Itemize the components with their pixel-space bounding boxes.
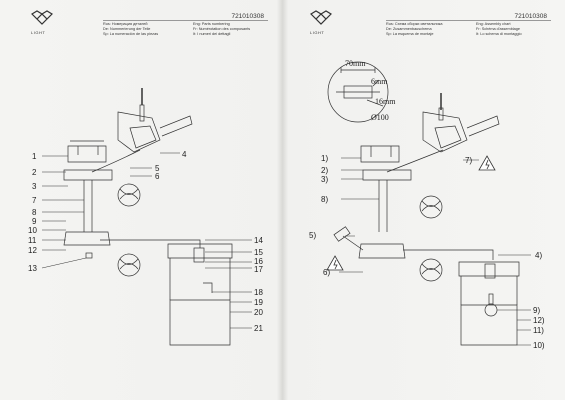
step-label: 2)	[321, 166, 328, 175]
callout-label: 13	[28, 264, 37, 273]
callout-label: 3	[32, 182, 37, 191]
header-rule	[386, 20, 551, 21]
dimension-height: 6mm	[371, 77, 388, 86]
callout-label: 10	[28, 226, 37, 235]
callout-label: 1	[32, 152, 37, 161]
language-lines: Rus: Номерация деталей Eng: Parts numberi…	[103, 22, 273, 36]
step-label: 1)	[321, 154, 328, 163]
lang-line: De: Zusammenbauschema	[386, 26, 432, 31]
lang-line: Fr: Schéma d'assemblage	[476, 26, 520, 31]
brand-logo-icon	[310, 10, 332, 25]
header-rule	[103, 20, 268, 21]
callout-label: 6	[155, 172, 160, 181]
lang-line: Eng: Parts numbering	[193, 22, 230, 26]
step-label: 7)	[465, 156, 472, 165]
brand-logo-icon	[31, 10, 53, 25]
assembly-diagram: 70mm 6mm 16mm Ø100 1) 2) 3) 4) 5) 6) 7) …	[309, 59, 545, 350]
step-label: 3)	[321, 175, 328, 184]
callout-label: 5	[155, 164, 160, 173]
lang-line: De: Nummerierung der Teile	[103, 26, 151, 31]
step-label: 11)	[533, 326, 544, 335]
article-code: 721010308	[231, 13, 264, 20]
step-label: 10)	[533, 341, 545, 350]
callout-label: 17	[254, 265, 263, 274]
callout-label: 9	[32, 217, 37, 226]
language-lines: Rus: Схема сборки светильника Eng: Assemb…	[386, 22, 556, 36]
lang-line: Fr: Numérotation des composants	[193, 26, 251, 31]
dimension-width: 70mm	[345, 59, 366, 68]
callout-label: 19	[254, 298, 263, 307]
lang-line: Sp: La esquema de montaje	[386, 31, 434, 36]
dimension-diameter: Ø100	[371, 113, 389, 122]
step-label: 6)	[323, 268, 330, 277]
left-page: LIGHT 721010308 Rus: Номерация деталей En…	[0, 0, 282, 400]
lang-line: Rus: Схема сборки светильника	[386, 22, 443, 26]
step-label: 4)	[535, 251, 542, 260]
step-label: 9)	[533, 306, 540, 315]
lang-line: Eng: Assembly chart	[476, 22, 511, 26]
callout-label: 16	[254, 257, 263, 266]
callout-label: 4	[182, 150, 187, 159]
callout-label: 2	[32, 168, 37, 177]
lang-line: It: Lo schema di montaggio	[476, 31, 522, 36]
callout-label: 15	[254, 248, 263, 257]
step-label: 5)	[309, 231, 316, 240]
callout-label: 7	[32, 196, 37, 205]
callout-label: 20	[254, 308, 263, 317]
lang-line: Sp: La numeración de las piezas	[103, 31, 159, 36]
lang-line: It: I numeri dei dettagli	[193, 31, 231, 36]
callout-label: 11	[28, 236, 37, 245]
dimension-spacing: 16mm	[375, 97, 396, 106]
callout-label: 18	[254, 288, 263, 297]
brand-logo-text: LIGHT	[310, 30, 325, 35]
brand-logo-text: LIGHT	[31, 30, 46, 35]
callout-label: 12	[28, 246, 37, 255]
step-label: 12)	[533, 316, 545, 325]
parts-diagram: 1 2 3 4 5 6 7 8 9 10 11 12 13 14 15 16 1…	[28, 88, 263, 346]
lang-line: Rus: Номерация деталей	[103, 22, 148, 26]
callout-label: 8	[32, 208, 37, 217]
right-page: LIGHT 721010308 Rus: Схема сборки светил…	[283, 0, 565, 400]
step-label: 8)	[321, 195, 328, 204]
article-code: 721010308	[514, 13, 547, 20]
callout-label: 14	[254, 236, 263, 245]
callout-label: 21	[254, 324, 263, 333]
